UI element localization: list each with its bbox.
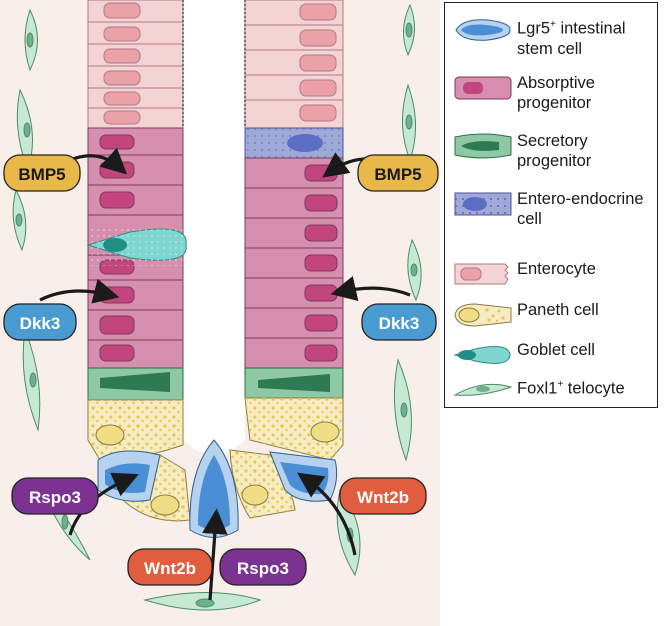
legend-label: Paneth cell [517,301,599,319]
legend-label: Enterocyte [517,260,596,278]
paneth-cells-right [229,397,344,519]
legend-label: Absorptive progenitor [517,74,595,112]
legend-label: Entero-endocrine cell [517,190,644,228]
enterocytes-right [244,0,344,129]
stem-cell-left [97,450,161,502]
telocytes-right [143,3,422,611]
goblet-cell-icon [453,346,511,364]
svg-text:Dkk3: Dkk3 [20,314,61,333]
secretory-progenitor-left [87,367,184,401]
secretory-progenitor-icon [454,133,512,159]
absorptive-progenitor-icon [454,76,512,100]
pill-dkk3-left: Dkk3 [3,303,77,341]
svg-text:Wnt2b: Wnt2b [357,488,409,507]
absorptive-progenitors-left [86,127,187,369]
legend-label: Foxl1+ telocyte [517,379,625,398]
legend-label: Lgr5+ intestinal stem cell [517,19,626,58]
svg-text:Rspo3: Rspo3 [29,488,81,507]
enteroendocrine-cell-icon [454,192,512,216]
svg-text:Dkk3: Dkk3 [379,314,420,333]
secretory-progenitor-right [244,367,344,399]
lgr5-stem-cell-icon [455,19,511,41]
enterocytes-left [87,0,184,129]
pill-rspo3-left: Rspo3 [11,477,99,515]
svg-text:Wnt2b: Wnt2b [144,559,196,578]
pill-bmp5-right: BMP5 [357,154,439,192]
pill-dkk3-right: Dkk3 [361,303,437,341]
svg-text:Rspo3: Rspo3 [237,559,289,578]
crypt-diagram: BMP5 BMP5 Dkk3 Dkk3 Rspo3 Wnt2b Wnt2b Rs… [0,0,440,626]
legend-label: Goblet cell [517,341,595,359]
svg-text:BMP5: BMP5 [374,165,421,184]
pill-bmp5-left: BMP5 [3,154,81,192]
svg-text:BMP5: BMP5 [18,165,65,184]
absorptive-progenitors-right [244,157,344,369]
foxl1-telocyte-icon [453,383,513,396]
legend-label: Secretory progenitor [517,132,592,170]
legend: Lgr5+ intestinal stem cell Absorptive pr… [444,2,658,408]
enterocyte-icon [454,263,509,285]
enteroendocrine-cell-right [244,127,344,159]
pill-rspo3-bottom: Rspo3 [219,548,307,586]
pill-wnt2b-right: Wnt2b [339,477,427,515]
pill-wnt2b-bottom: Wnt2b [127,548,213,586]
crypt-lumen [183,0,245,455]
paneth-cell-icon [454,303,512,327]
